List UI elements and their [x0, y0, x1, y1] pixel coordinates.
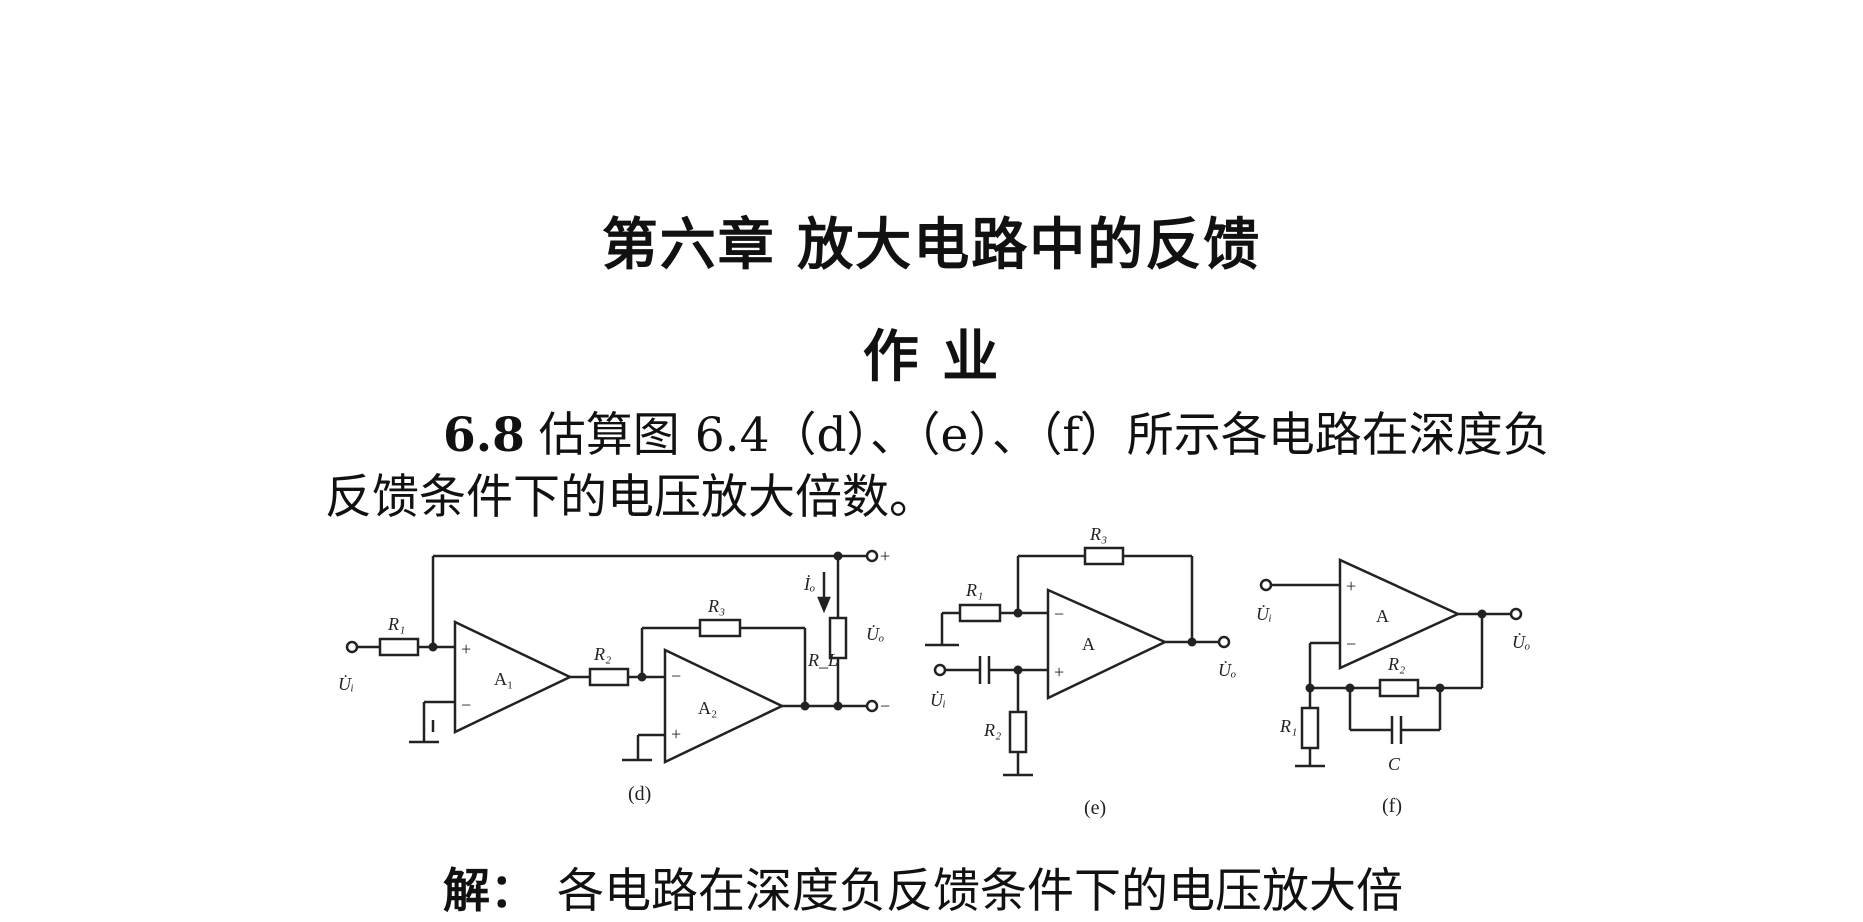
resistor-e-r1 — [958, 603, 1002, 623]
opamp-a1 — [453, 620, 573, 734]
label-d-uo: U̇ₒ — [866, 623, 884, 644]
circuit-e — [925, 546, 1231, 777]
label-f-c: C — [1388, 754, 1401, 774]
caption-d: (d) — [628, 783, 651, 805]
resistor-f-r2 — [1378, 678, 1420, 698]
label-f-r1: R₁ — [1279, 716, 1297, 736]
label-d-a2: A₂ — [698, 698, 717, 718]
label-d-ui: U̇ᵢ — [338, 673, 354, 694]
label-d-r1: R₁ — [387, 614, 405, 634]
label-d-out-plus: + — [880, 546, 890, 566]
label-d-a2-plus: + — [671, 724, 681, 744]
opamp-e — [1046, 588, 1168, 700]
resistor-d-r3 — [698, 618, 742, 638]
opamp-f — [1338, 558, 1462, 670]
label-d-a1-minus: − — [461, 695, 471, 715]
label-f-uo: U̇ₒ — [1512, 631, 1530, 652]
label-e-r1: R₁ — [965, 580, 983, 600]
label-d-a1: A₁ — [494, 669, 513, 689]
label-e-uo: U̇ₒ — [1218, 659, 1236, 680]
resistor-f-r1 — [1300, 706, 1320, 750]
label-d-out-minus: − — [880, 696, 890, 716]
label-e-ui: U̇ᵢ — [930, 689, 946, 710]
resistor-d-r1 — [378, 637, 420, 657]
label-e-a: A — [1082, 634, 1095, 654]
chapter-title: 第六章 放大电路中的反馈 — [601, 213, 1262, 278]
circuit-figures: R₁ R₂ R₃ R_L A₁ A₂ + − − + U̇ᵢ U̇ₒ İₒ + … — [338, 524, 1530, 819]
label-f-r2: R₂ — [1387, 654, 1405, 674]
opamp-a2 — [663, 648, 785, 764]
label-d-rl: R_L — [807, 650, 838, 670]
solution-label: 解： — [443, 864, 537, 919]
section-title: 作 业 — [862, 325, 1001, 390]
label-d-a1-plus: + — [461, 639, 471, 659]
label-d-r3: R₃ — [707, 596, 725, 616]
label-d-a2-minus: − — [671, 666, 681, 686]
solution-line: 解： 各电路在深度负反馈条件下的电压放大倍 — [443, 862, 1403, 922]
circuit-d — [345, 549, 879, 764]
problem-number: 6.8 — [443, 408, 525, 463]
caption-f: (f) — [1382, 795, 1402, 817]
resistor-e-r2 — [1008, 710, 1028, 754]
solution-text: 各电路在深度负反馈条件下的电压放大倍 — [557, 864, 1403, 919]
label-d-io: İₒ — [803, 574, 815, 594]
problem-text: 估算图 6.4（d）、（e）、（f）所示各电路在深度负反馈条件下的电压放大倍数。 — [325, 408, 1550, 525]
resistor-d-r2 — [588, 667, 630, 687]
resistor-e-r3 — [1083, 546, 1125, 566]
label-e-minus: − — [1054, 604, 1064, 624]
label-f-plus: + — [1346, 576, 1356, 596]
label-f-a: A — [1376, 606, 1389, 626]
label-f-minus: − — [1346, 634, 1356, 654]
label-e-r2: R₂ — [983, 720, 1001, 740]
caption-e: (e) — [1084, 797, 1106, 819]
label-f-ui: U̇ᵢ — [1256, 603, 1272, 624]
label-e-r3: R₃ — [1089, 524, 1107, 544]
label-e-plus: + — [1054, 662, 1064, 682]
label-d-r2: R₂ — [593, 644, 611, 664]
